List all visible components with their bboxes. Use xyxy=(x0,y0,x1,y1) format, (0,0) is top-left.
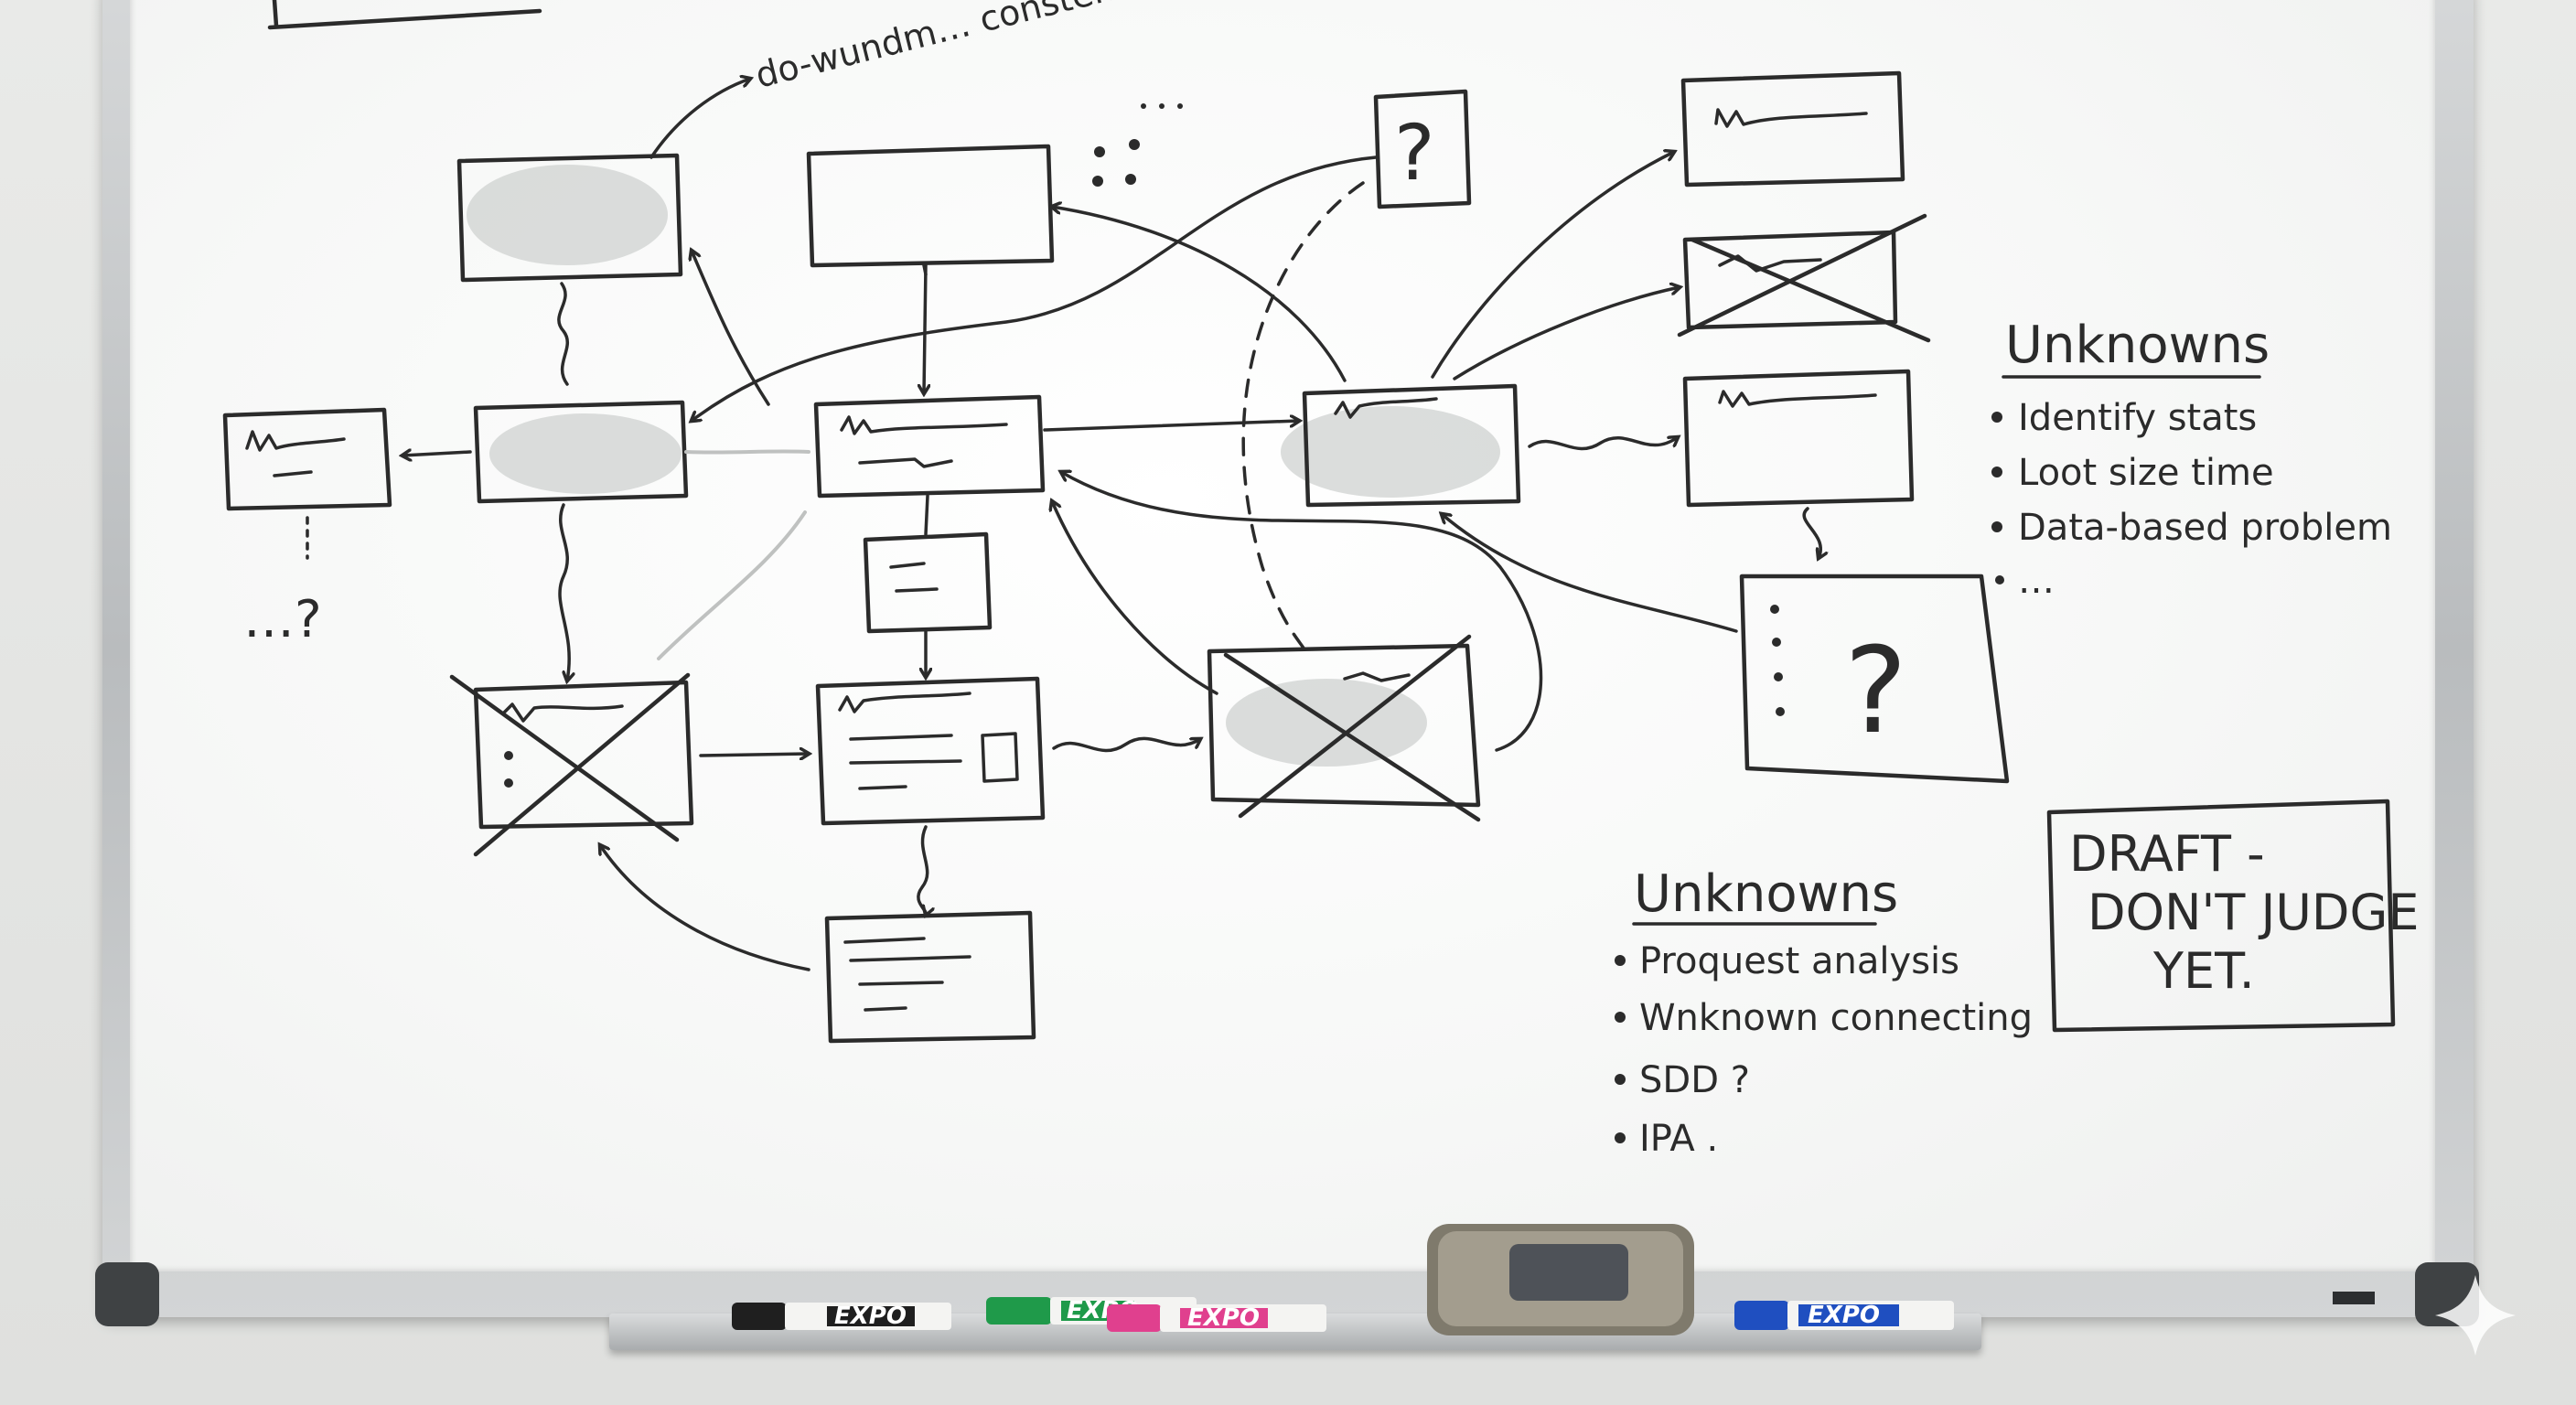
unknowns-bottom-heading: Unknowns xyxy=(1634,864,1898,924)
draft-note-line: YET. xyxy=(2152,942,2255,1000)
sparkle-icon xyxy=(2435,1275,2516,1356)
box-center xyxy=(813,394,1046,499)
draft-note: DRAFT - DON'T JUDGE YET. xyxy=(2046,799,2419,1033)
unknowns-bottom-item: Wnknown connecting xyxy=(1639,997,2033,1039)
unknowns-right-item: Loot size time xyxy=(2018,452,2274,494)
box-far-left xyxy=(222,407,392,511)
box-small-center xyxy=(863,531,993,634)
draft-note-line: DRAFT - xyxy=(2069,825,2265,883)
question-mark-top: ? xyxy=(1394,108,1435,198)
unknowns-right-item: … xyxy=(2018,560,2055,602)
box-erased-middle xyxy=(473,400,689,504)
box-crossed-left xyxy=(449,672,694,857)
question-mark-large: ? xyxy=(1844,621,1907,760)
box-right-1 xyxy=(1680,70,1905,188)
annotation-text: do-wundm… constent xyxy=(752,0,1132,96)
frame-label-plate xyxy=(2333,1292,2375,1304)
marker-brand: EXPO xyxy=(1808,1302,1880,1329)
unknowns-right-heading: Unknowns xyxy=(2005,316,2270,375)
unknowns-bottom-item: IPA . xyxy=(1639,1118,1718,1160)
box-top-center xyxy=(806,144,1055,268)
unknowns-bottom: Unknowns Proquest analysis Wnknown conne… xyxy=(1615,864,2033,1160)
marker-brand: EXPO xyxy=(1187,1304,1260,1332)
box-question-top xyxy=(1373,89,1472,209)
box-right-3 xyxy=(1682,369,1915,508)
connector-arrows xyxy=(306,79,1820,971)
unknowns-right: Unknowns Identify stats Loot size time D… xyxy=(1991,316,2392,602)
unknowns-bottom-item: Proquest analysis xyxy=(1639,940,1959,982)
partial-title xyxy=(267,0,542,30)
marker-black: EXPO xyxy=(732,1303,951,1330)
unknowns-right-item: Identify stats xyxy=(2018,397,2257,439)
marker-brand: EXPO xyxy=(834,1303,907,1330)
box-right-2-crossed xyxy=(1677,213,1931,343)
question-mark-left: …? xyxy=(243,590,322,649)
frame-corner-left xyxy=(95,1262,159,1326)
text-annotation: do-wundm… constent xyxy=(752,0,1132,96)
box-bottom xyxy=(824,910,1036,1044)
draft-note-line: DON'T JUDGE xyxy=(2088,884,2419,941)
box-erased-right xyxy=(1281,383,1521,508)
dots-cluster xyxy=(1092,103,1183,187)
box-question-large xyxy=(1739,574,2010,784)
marker-pink: EXPO xyxy=(1107,1304,1326,1332)
marker-blue: EXPO xyxy=(1734,1301,1954,1330)
box-center-lower xyxy=(815,676,1046,826)
unknowns-right-item: Data-based problem xyxy=(2018,507,2392,549)
unknowns-bottom-item: SDD ? xyxy=(1639,1059,1750,1101)
box-erased-top xyxy=(456,153,683,283)
eraser xyxy=(1427,1224,1694,1335)
box-crossed-right xyxy=(1207,634,1481,822)
